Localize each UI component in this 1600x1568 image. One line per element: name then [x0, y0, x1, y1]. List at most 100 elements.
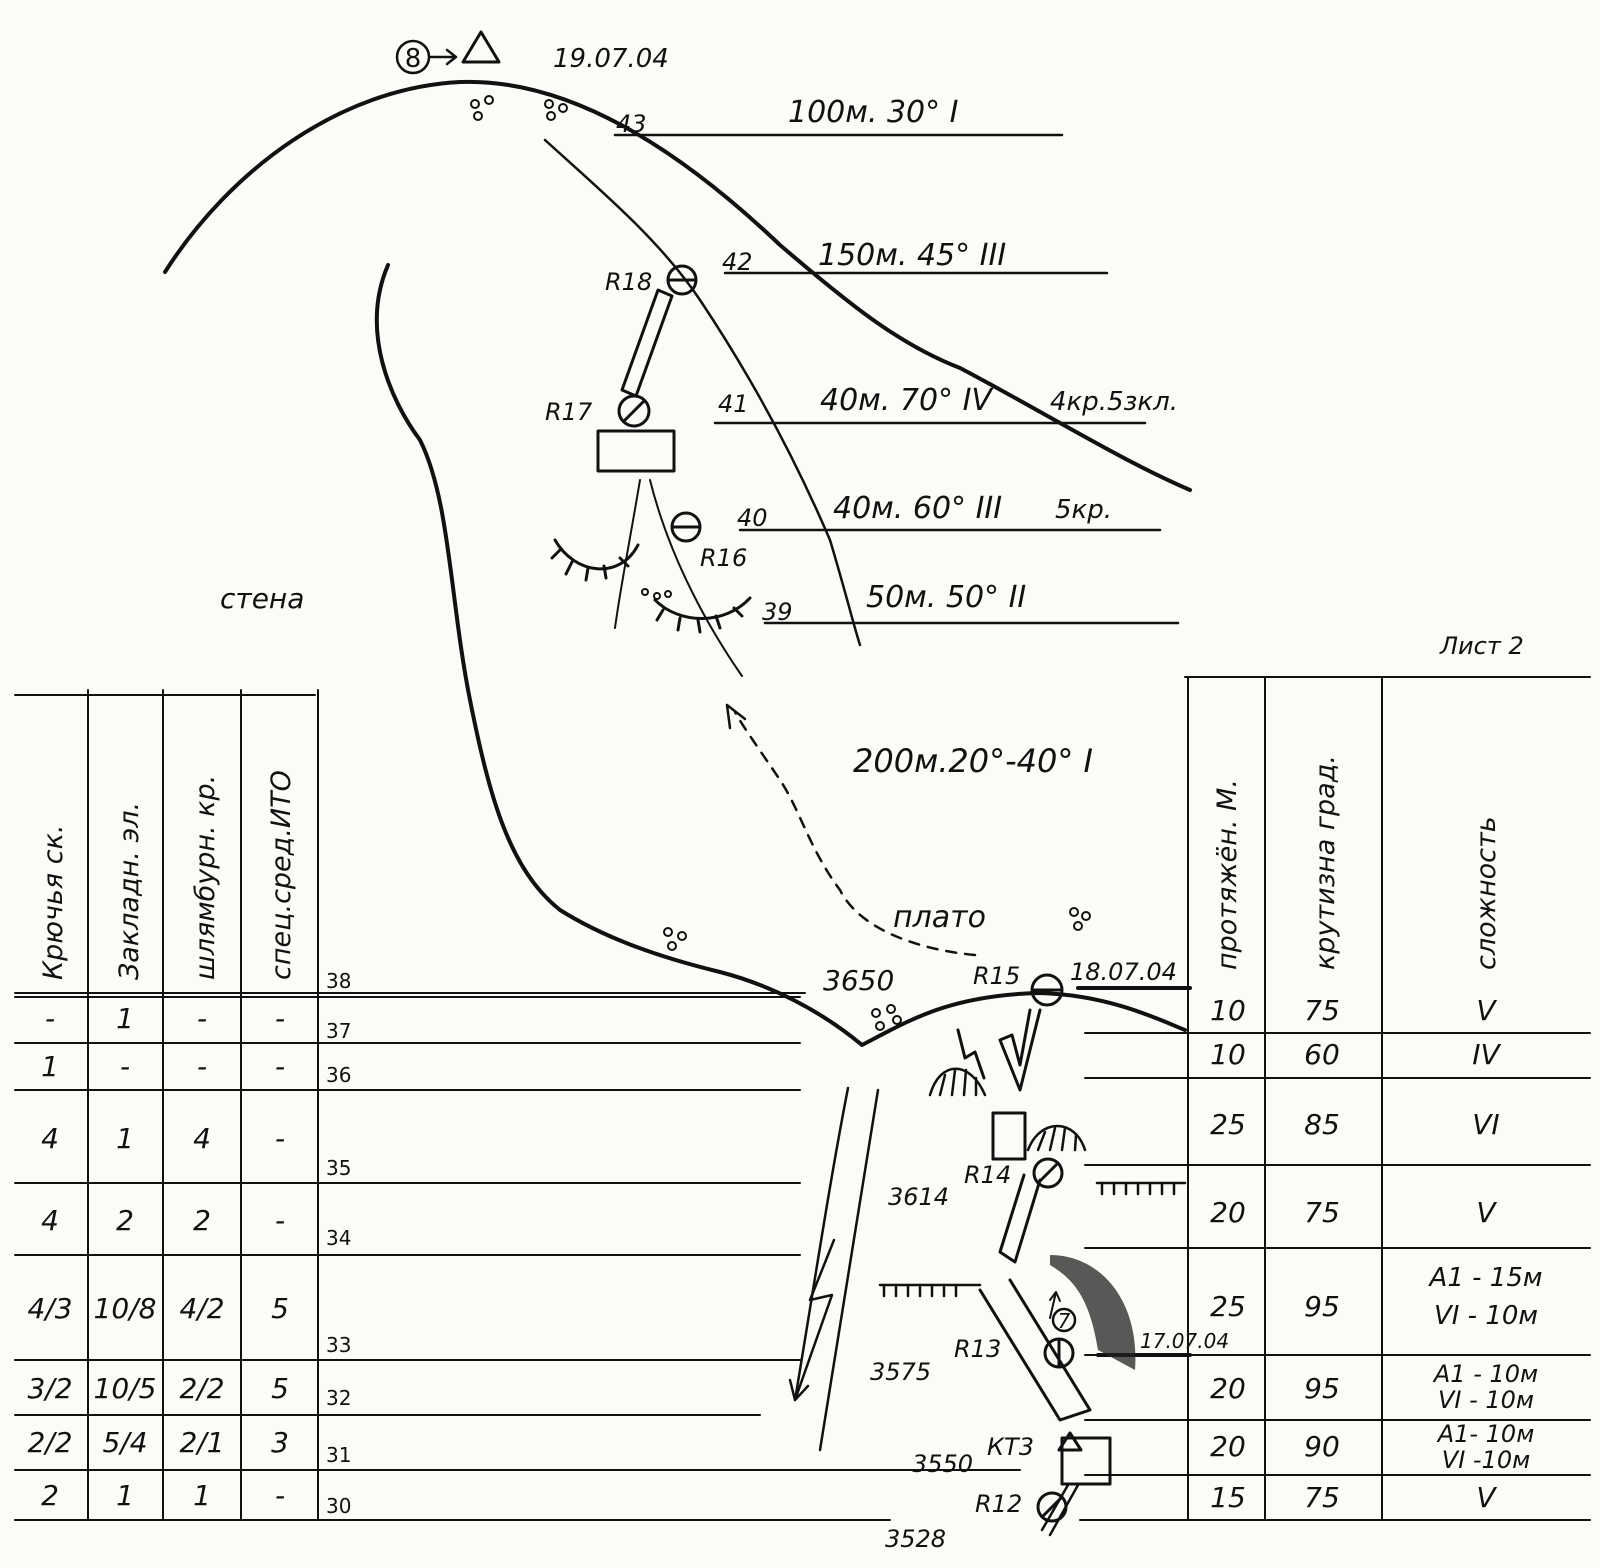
- rt-cell: V: [1476, 1481, 1497, 1514]
- section-number-40: 40: [737, 504, 768, 532]
- section-number: 30: [326, 1494, 351, 1518]
- station-r15-icon: [1030, 973, 1064, 1007]
- rt-cell: 75: [1304, 994, 1340, 1027]
- lt-cell: 2: [41, 1479, 59, 1512]
- control-point-label: КТ3: [987, 1433, 1034, 1461]
- lt-cell: 2/1: [179, 1426, 224, 1459]
- rt-cell: VI - 10м: [1438, 1386, 1534, 1414]
- bivouac-box-middle-icon: [991, 1111, 1027, 1161]
- scree-dots-icon: [470, 95, 1091, 1031]
- rt-cell: 75: [1304, 1196, 1340, 1229]
- section-number-41: 41: [718, 390, 749, 418]
- lt-cell: 1: [41, 1050, 59, 1083]
- dihedral-r14-icon: [998, 1173, 1042, 1264]
- right-table-grid: [1079, 676, 1591, 1521]
- section-number: 33: [326, 1333, 351, 1357]
- summit-triangle-icon: [461, 30, 501, 64]
- station-r13-icon: [1043, 1337, 1075, 1369]
- dihedral-r13-icon: [978, 1278, 1092, 1422]
- rt-cell: VI: [1472, 1108, 1499, 1141]
- route-line-right: [649, 479, 743, 677]
- lt-cell: 4: [193, 1122, 211, 1155]
- rt-cell: 90: [1304, 1430, 1340, 1463]
- control-point-triangle-icon: [1057, 1431, 1083, 1452]
- station-r16-label: R16: [700, 544, 747, 572]
- station-r16-icon: [670, 511, 702, 543]
- lt-cell: 10/5: [94, 1372, 157, 1405]
- rt-cell: V: [1476, 1196, 1497, 1229]
- upper-section-lines: [613, 133, 1180, 625]
- lt-cell: 4: [41, 1204, 59, 1237]
- station-r17-icon: [617, 394, 651, 428]
- altitude-3614: 3614: [888, 1183, 949, 1211]
- altitude-3550: 3550: [912, 1450, 973, 1478]
- ridge-outline: [163, 79, 1192, 1047]
- overhang-arcs-icon: [550, 538, 752, 634]
- rt-cell: 15: [1210, 1481, 1246, 1514]
- lt-cell: 1: [116, 1002, 134, 1035]
- lt-cell: 3: [271, 1426, 289, 1459]
- approach-desc: 200м.20°-40° I: [853, 742, 1093, 780]
- altitude-3528: 3528: [885, 1525, 946, 1553]
- section-43-desc: 100м. 30° I: [788, 95, 959, 130]
- rt-cell: VI - 10м: [1434, 1301, 1538, 1331]
- rt-cell: 20: [1210, 1372, 1246, 1405]
- lt-cell: 10/8: [94, 1292, 157, 1325]
- section-number: 35: [326, 1156, 351, 1180]
- section-number: 38: [326, 969, 351, 993]
- rt-cell: 20: [1210, 1430, 1246, 1463]
- section-number: 36: [326, 1063, 351, 1087]
- left-table-grid: [14, 689, 1021, 1521]
- bivouac-box-lower-icon: [1060, 1436, 1112, 1486]
- lt-cell: 5/4: [102, 1426, 147, 1459]
- left-table-rows: - 1 - - 1 - - - 4 1 4 - 4 2 2 - 4/3 10/8…: [27, 1002, 288, 1512]
- sheet-number: Лист 2: [1439, 632, 1524, 660]
- section-number: 31: [326, 1443, 351, 1467]
- left-header-nuts: Закладн. эл.: [114, 802, 145, 980]
- section-numbers: 38 37 36 35 34 33 32 31 30: [326, 969, 351, 1518]
- lt-cell: -: [120, 1050, 130, 1083]
- lt-cell: 2: [193, 1204, 211, 1237]
- lt-cell: 5: [271, 1372, 289, 1405]
- rt-cell: A1- 10м: [1436, 1420, 1535, 1448]
- lt-cell: -: [275, 1122, 285, 1155]
- lt-cell: -: [197, 1002, 207, 1035]
- station-r18-icon: [666, 264, 698, 296]
- rt-cell: 95: [1304, 1290, 1340, 1323]
- overhang-shaded-icon: [1050, 1255, 1136, 1370]
- section-40-desc: 40м. 60° III: [833, 491, 1002, 526]
- station-r17-label: R17: [545, 398, 593, 426]
- rt-cell: A1 - 15м: [1428, 1263, 1543, 1293]
- approach-dashed-path: [733, 710, 977, 957]
- lt-cell: 5: [271, 1292, 289, 1325]
- lt-cell: -: [197, 1050, 207, 1083]
- section-number: 34: [326, 1226, 351, 1250]
- section-number-42: 42: [722, 248, 753, 276]
- route-line-left: [614, 479, 641, 629]
- summit-number: 8: [405, 44, 422, 74]
- lt-cell: -: [275, 1050, 285, 1083]
- section-40-extra: 5кр.: [1055, 495, 1112, 525]
- lt-cell: 3/2: [27, 1372, 72, 1405]
- lt-cell: 4/3: [27, 1292, 72, 1325]
- date-18: 18.07.04: [1070, 958, 1177, 986]
- section-number: 32: [326, 1386, 351, 1410]
- right-table-rows: 10 75 V 10 60 IV 25 85 VI 20 75 V 25 95 …: [1210, 994, 1542, 1514]
- rockfall-zigzag-icon: [788, 1238, 836, 1402]
- station-r18-label: R18: [605, 268, 652, 296]
- right-header-length: протяжён. М.: [1212, 779, 1243, 970]
- ledge-hatch-icon: [878, 1067, 1187, 1298]
- station-r15-label: R15: [973, 962, 1020, 990]
- dihedral-upper-icon: [998, 1008, 1042, 1092]
- station-7-label: 7: [1058, 1309, 1071, 1333]
- dihedral-r12-icon: [1040, 1483, 1080, 1537]
- lt-cell: 4: [41, 1122, 59, 1155]
- lt-cell: 1: [116, 1122, 134, 1155]
- section-41-extra: 4кр.5зкл.: [1050, 387, 1178, 417]
- right-header-steepness: крутизна град.: [1310, 755, 1341, 970]
- crack-icon: [956, 1028, 986, 1080]
- wall-label: стена: [220, 582, 304, 615]
- section-number-43: 43: [616, 110, 647, 138]
- rt-cell: 25: [1210, 1290, 1246, 1323]
